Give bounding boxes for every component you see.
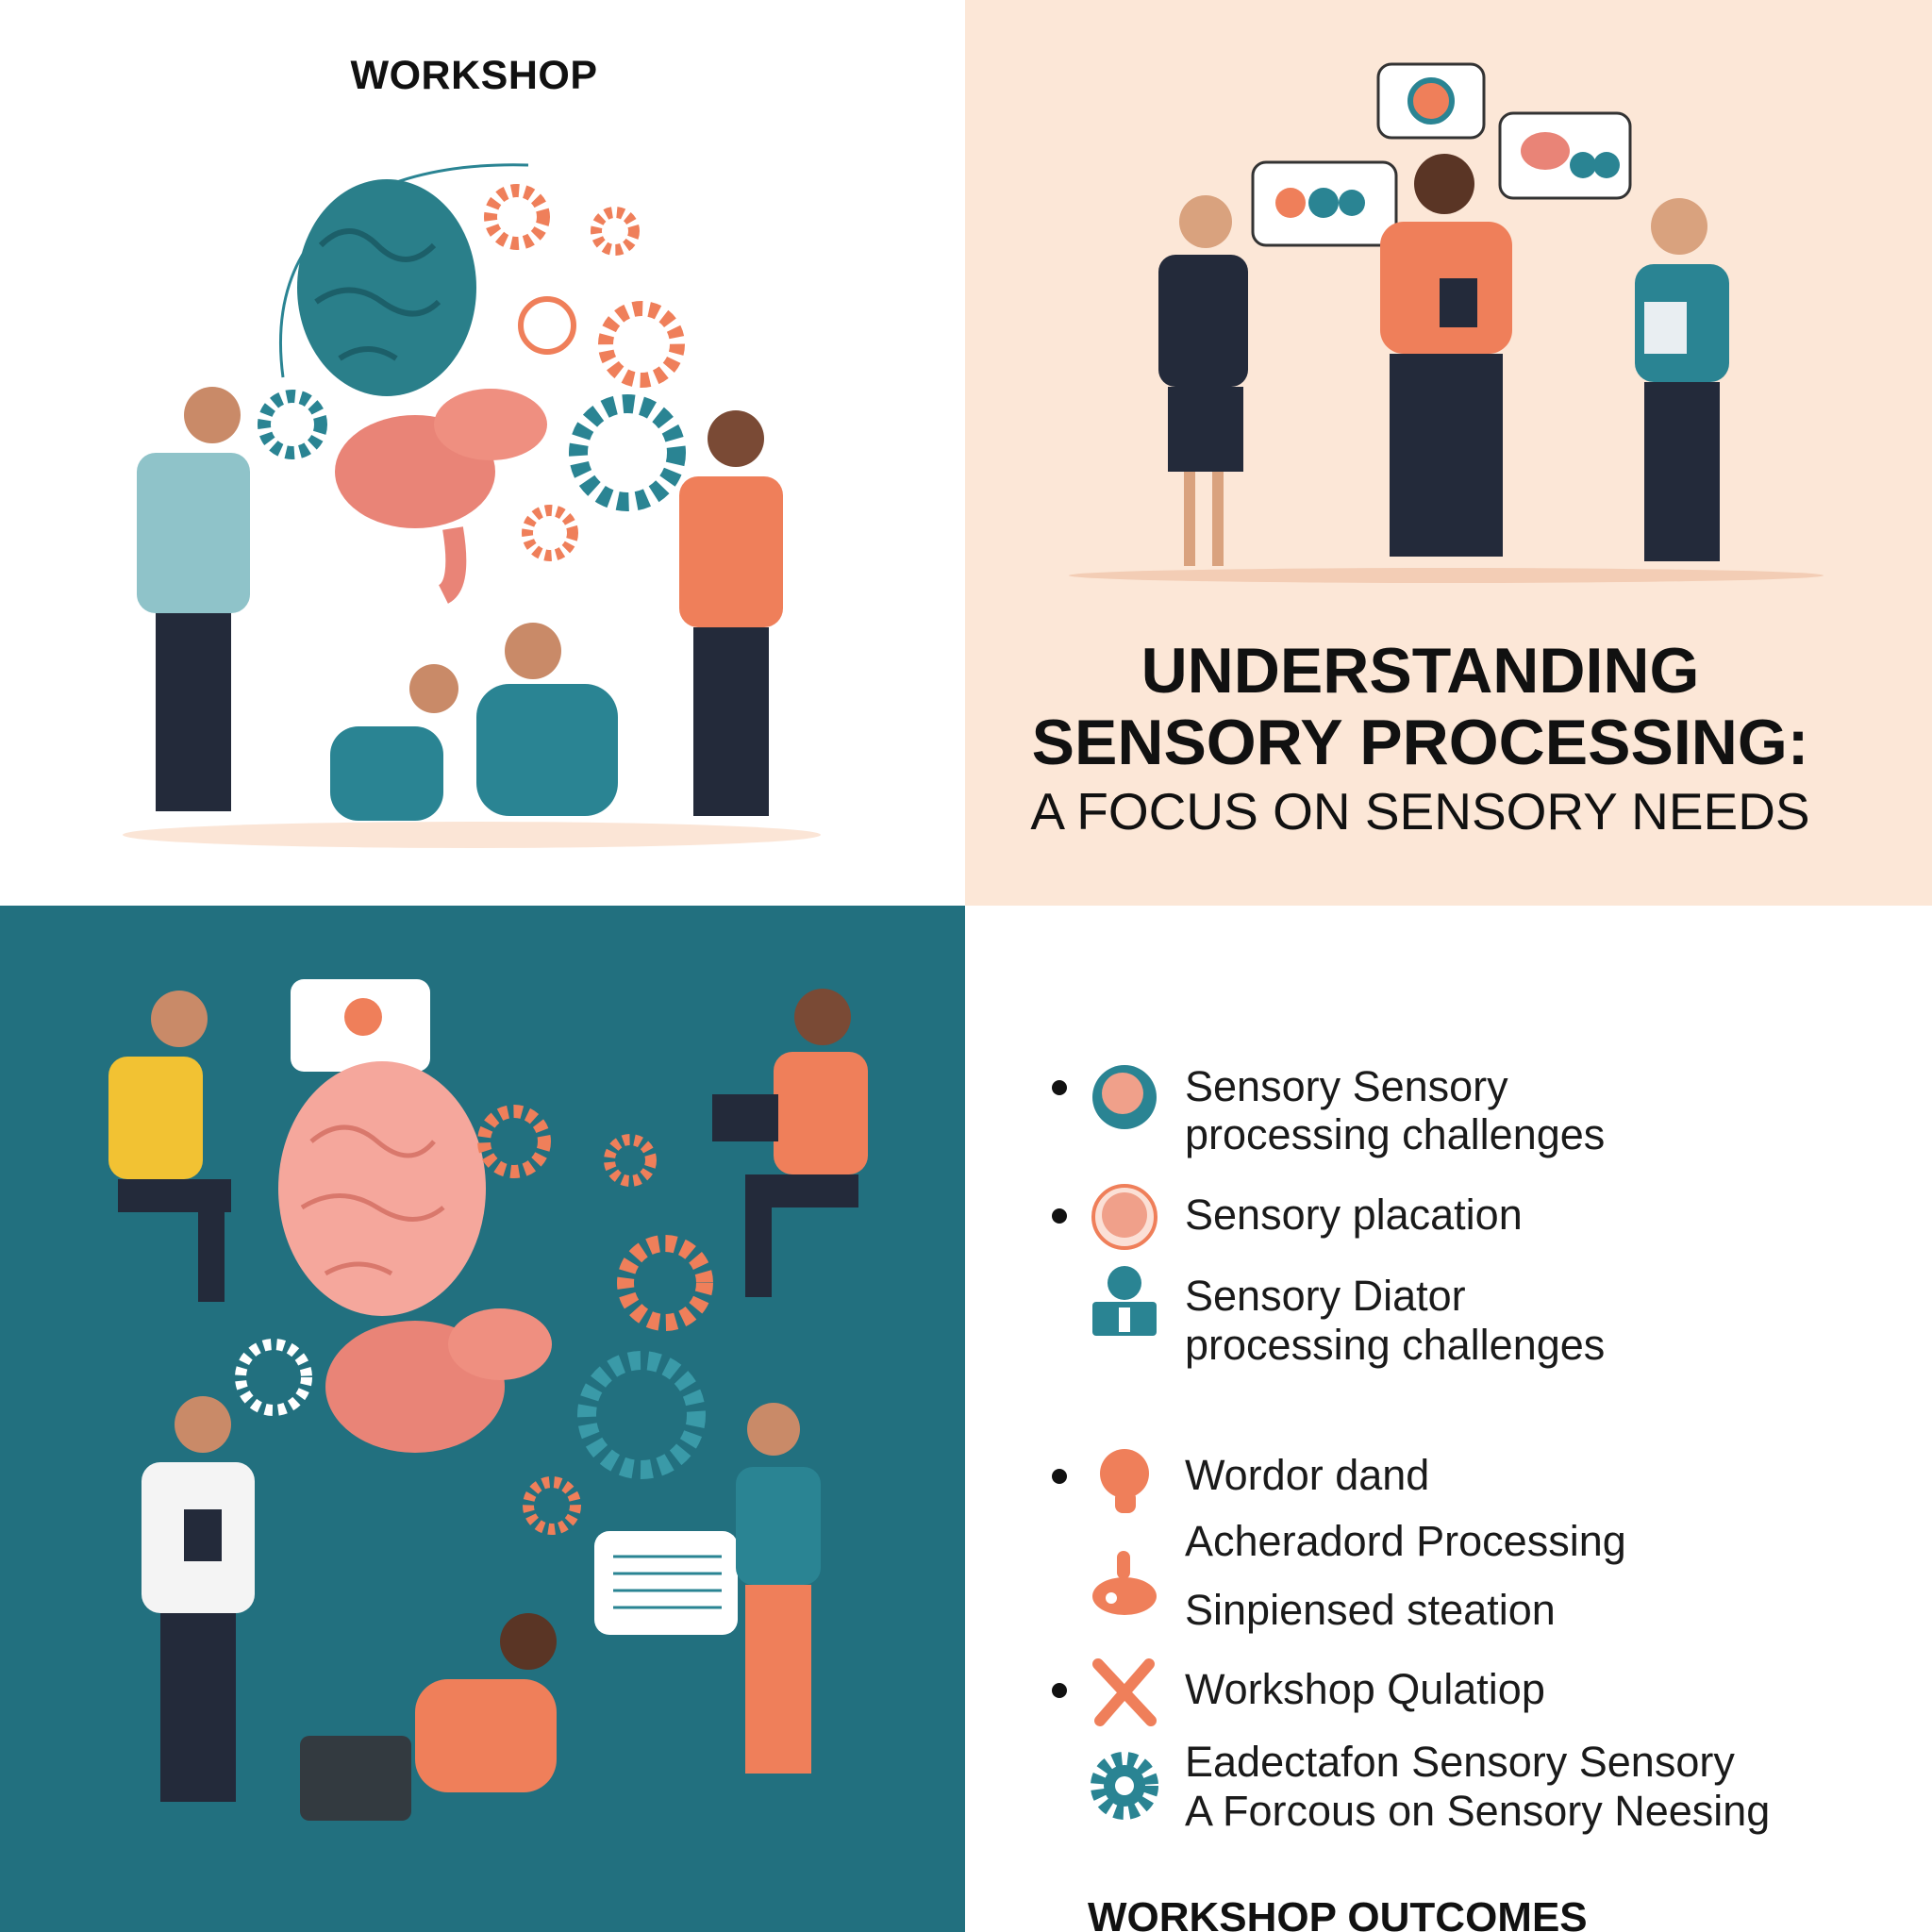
crossed-tools-icon bbox=[1092, 1658, 1157, 1726]
bag-icon bbox=[300, 1736, 411, 1821]
head-profile-icon bbox=[1100, 1449, 1149, 1513]
person-man-right bbox=[1635, 198, 1729, 561]
outcome-line: Sensory placation bbox=[1185, 1191, 1523, 1239]
person-orange-seated bbox=[712, 989, 868, 1297]
person-seated-floor bbox=[415, 1613, 557, 1792]
person-woman bbox=[1158, 195, 1248, 566]
outcome-line: Workshop Qulatiop bbox=[1185, 1665, 1545, 1713]
group-illustration-panel bbox=[0, 906, 965, 1932]
workshop-label: WORKSHOP bbox=[350, 53, 598, 98]
outcome-line: Sensory Diator bbox=[1185, 1272, 1466, 1320]
person-white-standing bbox=[142, 1396, 255, 1802]
person-man-standing bbox=[137, 387, 250, 811]
workshop-illustration bbox=[123, 163, 821, 848]
outcome-line: Sensory Sensory bbox=[1185, 1062, 1508, 1110]
bullet bbox=[1052, 1208, 1067, 1224]
outcome-line: Eadectafon Sensory Sensory bbox=[1185, 1738, 1735, 1786]
workshop-illustration-panel: WORKSHOP bbox=[0, 0, 965, 906]
brain-head-icon bbox=[1092, 1065, 1157, 1129]
outcome-line: Wordor dand bbox=[1185, 1451, 1430, 1499]
brain-circle-icon bbox=[1091, 1184, 1158, 1250]
subtitle: A FOCUS ON SENSORY NEEDS bbox=[1030, 782, 1810, 841]
speech-bubble-icon bbox=[1376, 62, 1486, 140]
intestine-icon bbox=[335, 389, 547, 604]
brain-icon bbox=[278, 1061, 486, 1316]
person-man-center bbox=[1380, 154, 1512, 557]
intestine-icon bbox=[325, 1308, 552, 1453]
outcomes-heading: WORKSHOP OUTCOMES bbox=[1088, 1894, 1588, 1932]
person-teal-standing bbox=[736, 1403, 821, 1774]
person-yellow-seated bbox=[108, 991, 231, 1302]
outcome-line: processing challenges bbox=[1185, 1110, 1606, 1158]
speech-bubble-icon bbox=[1251, 160, 1398, 247]
organ-icon bbox=[1092, 1551, 1157, 1615]
brain-icon bbox=[297, 179, 476, 396]
outcome-line: A Forcous on Sensory Neesing bbox=[1185, 1787, 1771, 1835]
gear-icon bbox=[1091, 1752, 1158, 1820]
title-panel: UNDERSTANDING SENSORY PROCESSING: A FOCU… bbox=[965, 0, 1932, 906]
group-illustration bbox=[108, 979, 868, 1821]
speech-bubble-icon bbox=[1498, 111, 1632, 200]
bullet bbox=[1052, 1683, 1067, 1698]
outcome-line: processing challenges bbox=[1185, 1321, 1606, 1369]
outcome-line: Acheradord Processing bbox=[1185, 1517, 1626, 1565]
discussion-illustration bbox=[1069, 62, 1824, 583]
bullet bbox=[1052, 1080, 1067, 1095]
title-line-1: UNDERSTANDING bbox=[1141, 635, 1700, 707]
bullet bbox=[1052, 1469, 1067, 1484]
speech-bubble-icon bbox=[594, 1531, 738, 1635]
person-woman-standing bbox=[679, 410, 783, 816]
seated-people bbox=[330, 623, 618, 821]
person-icon bbox=[1092, 1266, 1157, 1336]
title-line-2: SENSORY PROCESSING: bbox=[1031, 707, 1809, 778]
outcome-line: Sinpiensed steation bbox=[1185, 1586, 1556, 1634]
